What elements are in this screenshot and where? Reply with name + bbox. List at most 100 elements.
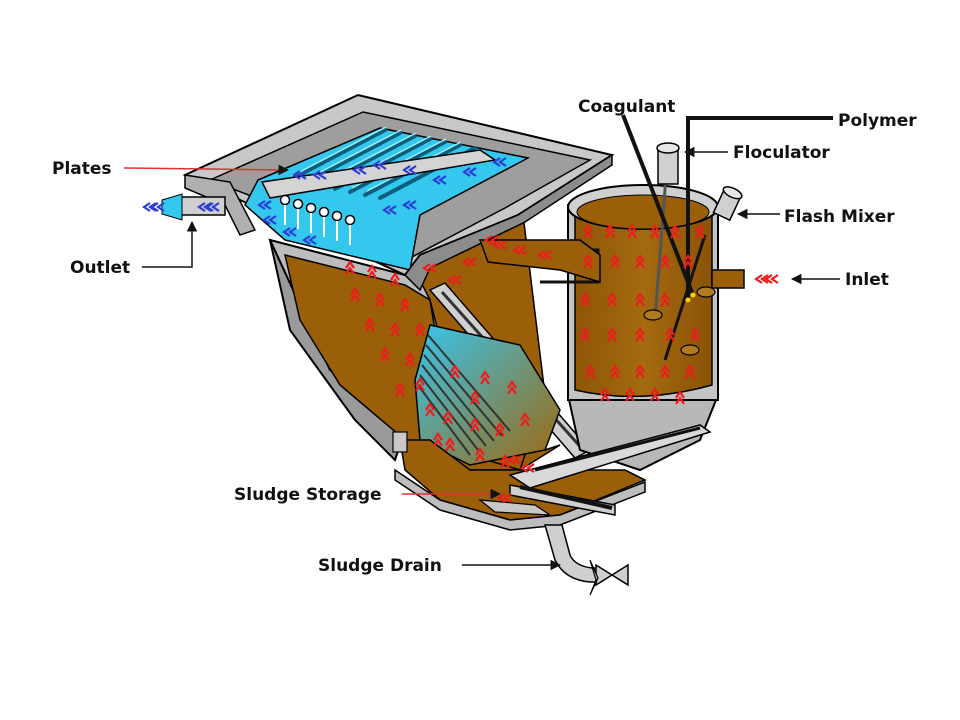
collector-arm — [508, 424, 712, 489]
raw-flow-arrow — [625, 387, 635, 402]
raw-flow-arrow — [520, 412, 530, 427]
raw-flow-arrow — [683, 254, 693, 269]
raw-flow-arrow — [380, 347, 390, 362]
raw-flow-arrow — [670, 224, 680, 239]
coagulant-feed-line — [621, 114, 695, 296]
raw-flow-arrow — [660, 292, 670, 307]
raw-flow-arrow — [580, 292, 590, 307]
raw-flow-arrow — [585, 364, 595, 379]
inlet-label: Inlet — [845, 270, 889, 290]
raw-flow-arrow — [405, 352, 415, 367]
outlet-leader — [142, 220, 198, 268]
raw-flow-arrow — [764, 274, 779, 284]
clean-flow-arrow — [142, 202, 157, 212]
raw-flow-arrow — [415, 377, 425, 392]
raw-flow-arrow — [583, 254, 593, 269]
chemical-feed-lines — [621, 114, 833, 300]
raw-flow-arrow — [520, 463, 535, 473]
clean-flow-arrow — [312, 170, 327, 180]
raw-flow-arrow — [345, 260, 355, 275]
clean-flow-arrow — [462, 167, 477, 177]
top-trough — [182, 93, 615, 292]
raw-flow-arrow — [495, 422, 505, 437]
raw-flow-arrow — [635, 254, 645, 269]
polymer-dose-point — [685, 297, 691, 303]
clean-flow-arrow — [197, 202, 212, 212]
clean-flow-arrow — [382, 205, 397, 215]
raw-flow-arrow — [492, 240, 507, 250]
sludge-collector — [392, 424, 712, 531]
raw-flow-arrow — [395, 382, 405, 397]
raw-flow-arrow — [537, 250, 552, 260]
raw-flow-arrow — [610, 254, 620, 269]
raw-flow-arrow — [665, 327, 675, 342]
clean-flow-arrow — [282, 227, 297, 237]
raw-flow-arrow — [507, 380, 517, 395]
raw-flow-arrow — [695, 224, 705, 239]
raw-flow-arrow — [445, 437, 455, 452]
raw-flow-arrow — [583, 224, 593, 239]
clean-flow-arrows — [142, 157, 507, 245]
raw-flow-arrow — [660, 364, 670, 379]
drain-valve-b — [610, 563, 629, 587]
raw-flow-arrow — [627, 224, 637, 239]
floculator-motor — [656, 142, 680, 185]
mixing-tank — [540, 149, 720, 472]
raw-flow-arrow — [660, 254, 670, 269]
raw-flow-arrow — [480, 370, 490, 385]
tank-top-liquid — [576, 194, 710, 230]
raw-flow-arrow — [422, 263, 437, 273]
outlet-label: Outlet — [70, 258, 130, 278]
raw-flow-arrow — [367, 264, 377, 279]
polymer-label: Polymer — [838, 111, 917, 131]
transfer-duct — [478, 239, 601, 284]
clean-flow-arrow — [257, 200, 272, 210]
raw-flow-arrow — [685, 364, 695, 379]
raw-flow-arrow — [650, 224, 660, 239]
raw-flow-arrow — [365, 317, 375, 332]
trough-left-lip — [184, 174, 257, 236]
clean-flow-arrow — [432, 175, 447, 185]
sludge-drain-pipe — [544, 524, 629, 596]
inlet-pipe — [711, 269, 745, 289]
clean-flow-arrow — [302, 235, 317, 245]
raw-flow-arrow — [450, 364, 460, 379]
raw-flow-arrow — [470, 417, 480, 432]
polymer-feed-line — [686, 116, 833, 300]
raw-flow-arrow — [580, 327, 590, 342]
drain-valve-a — [595, 563, 614, 587]
raw-flow-arrow — [433, 432, 443, 447]
raw-flow-arrows — [345, 224, 779, 503]
raw-flow-arrow — [415, 322, 425, 337]
raw-flow-arrow — [350, 287, 360, 302]
sludge-side-fitting — [392, 431, 408, 453]
clean-flow-arrow — [205, 202, 220, 212]
raw-flow-arrow — [507, 455, 522, 465]
raw-flow-arrow — [600, 387, 610, 402]
raw-flow-arrow — [475, 447, 485, 462]
raw-flow-arrow — [484, 235, 499, 245]
plates-label: Plates — [52, 159, 112, 179]
clean-flow-arrow — [402, 200, 417, 210]
raw-flow-arrow — [610, 364, 620, 379]
clean-flow-arrow — [262, 215, 277, 225]
launder-holes — [279, 194, 356, 226]
raw-flow-arrow — [425, 402, 435, 417]
raw-flow-arrow — [470, 390, 480, 405]
coagulant-dose-point — [690, 292, 696, 298]
raw-flow-arrow — [635, 292, 645, 307]
flash-mixer-motor — [712, 186, 743, 222]
raw-flow-arrow — [754, 274, 769, 284]
trough-right-wall — [404, 153, 613, 292]
flash-mixer-label: Flash Mixer — [784, 207, 895, 227]
raw-flow-arrow — [390, 272, 400, 287]
floculator-label: Floculator — [733, 143, 830, 163]
raw-flow-arrow — [390, 322, 400, 337]
raw-flow-arrow — [605, 224, 615, 239]
clean-flow-arrow — [372, 160, 387, 170]
coagulant-label: Coagulant — [578, 97, 675, 117]
raw-flow-arrow — [443, 410, 453, 425]
labels: Plates Outlet Coagulant Polymer Floculat… — [52, 97, 917, 576]
plates-leader — [123, 164, 290, 176]
